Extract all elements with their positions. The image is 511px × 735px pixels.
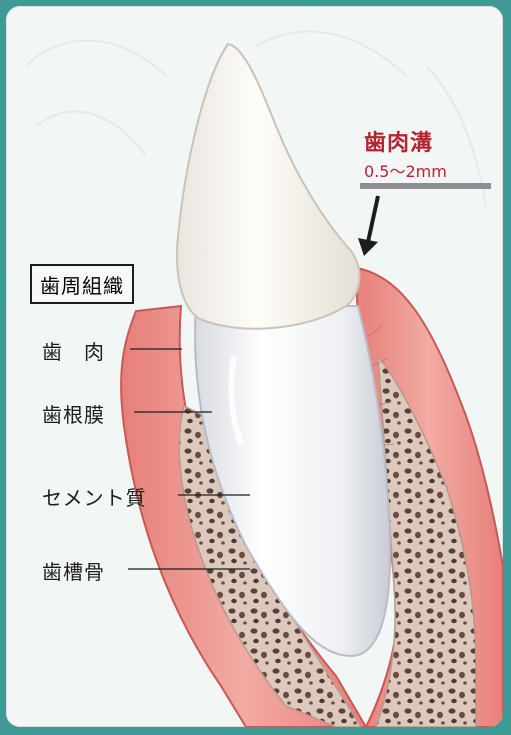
diagram-frame: 歯周組織 歯 肉 歯根膜 セメント質 歯槽骨 歯肉溝 0.5～2mm [6,6,503,727]
tooth-crown [177,44,360,329]
gingiva-label: 歯 肉 [42,336,105,365]
sulcus-depth-label: 0.5～2mm [364,158,447,182]
sulcus-arrow-head [358,238,378,256]
tooth-cross-section [6,6,503,727]
cementum-label: セメント質 [42,482,147,511]
alveolar-bone-label: 歯槽骨 [42,556,105,585]
sulcus-bar [360,183,491,189]
periodontium-label: 歯周組織 [30,264,134,304]
periodontal-ligament-label: 歯根膜 [42,399,105,428]
sulcus-arrow-line [368,196,378,242]
gingival-sulcus-label: 歯肉溝 [364,125,433,157]
